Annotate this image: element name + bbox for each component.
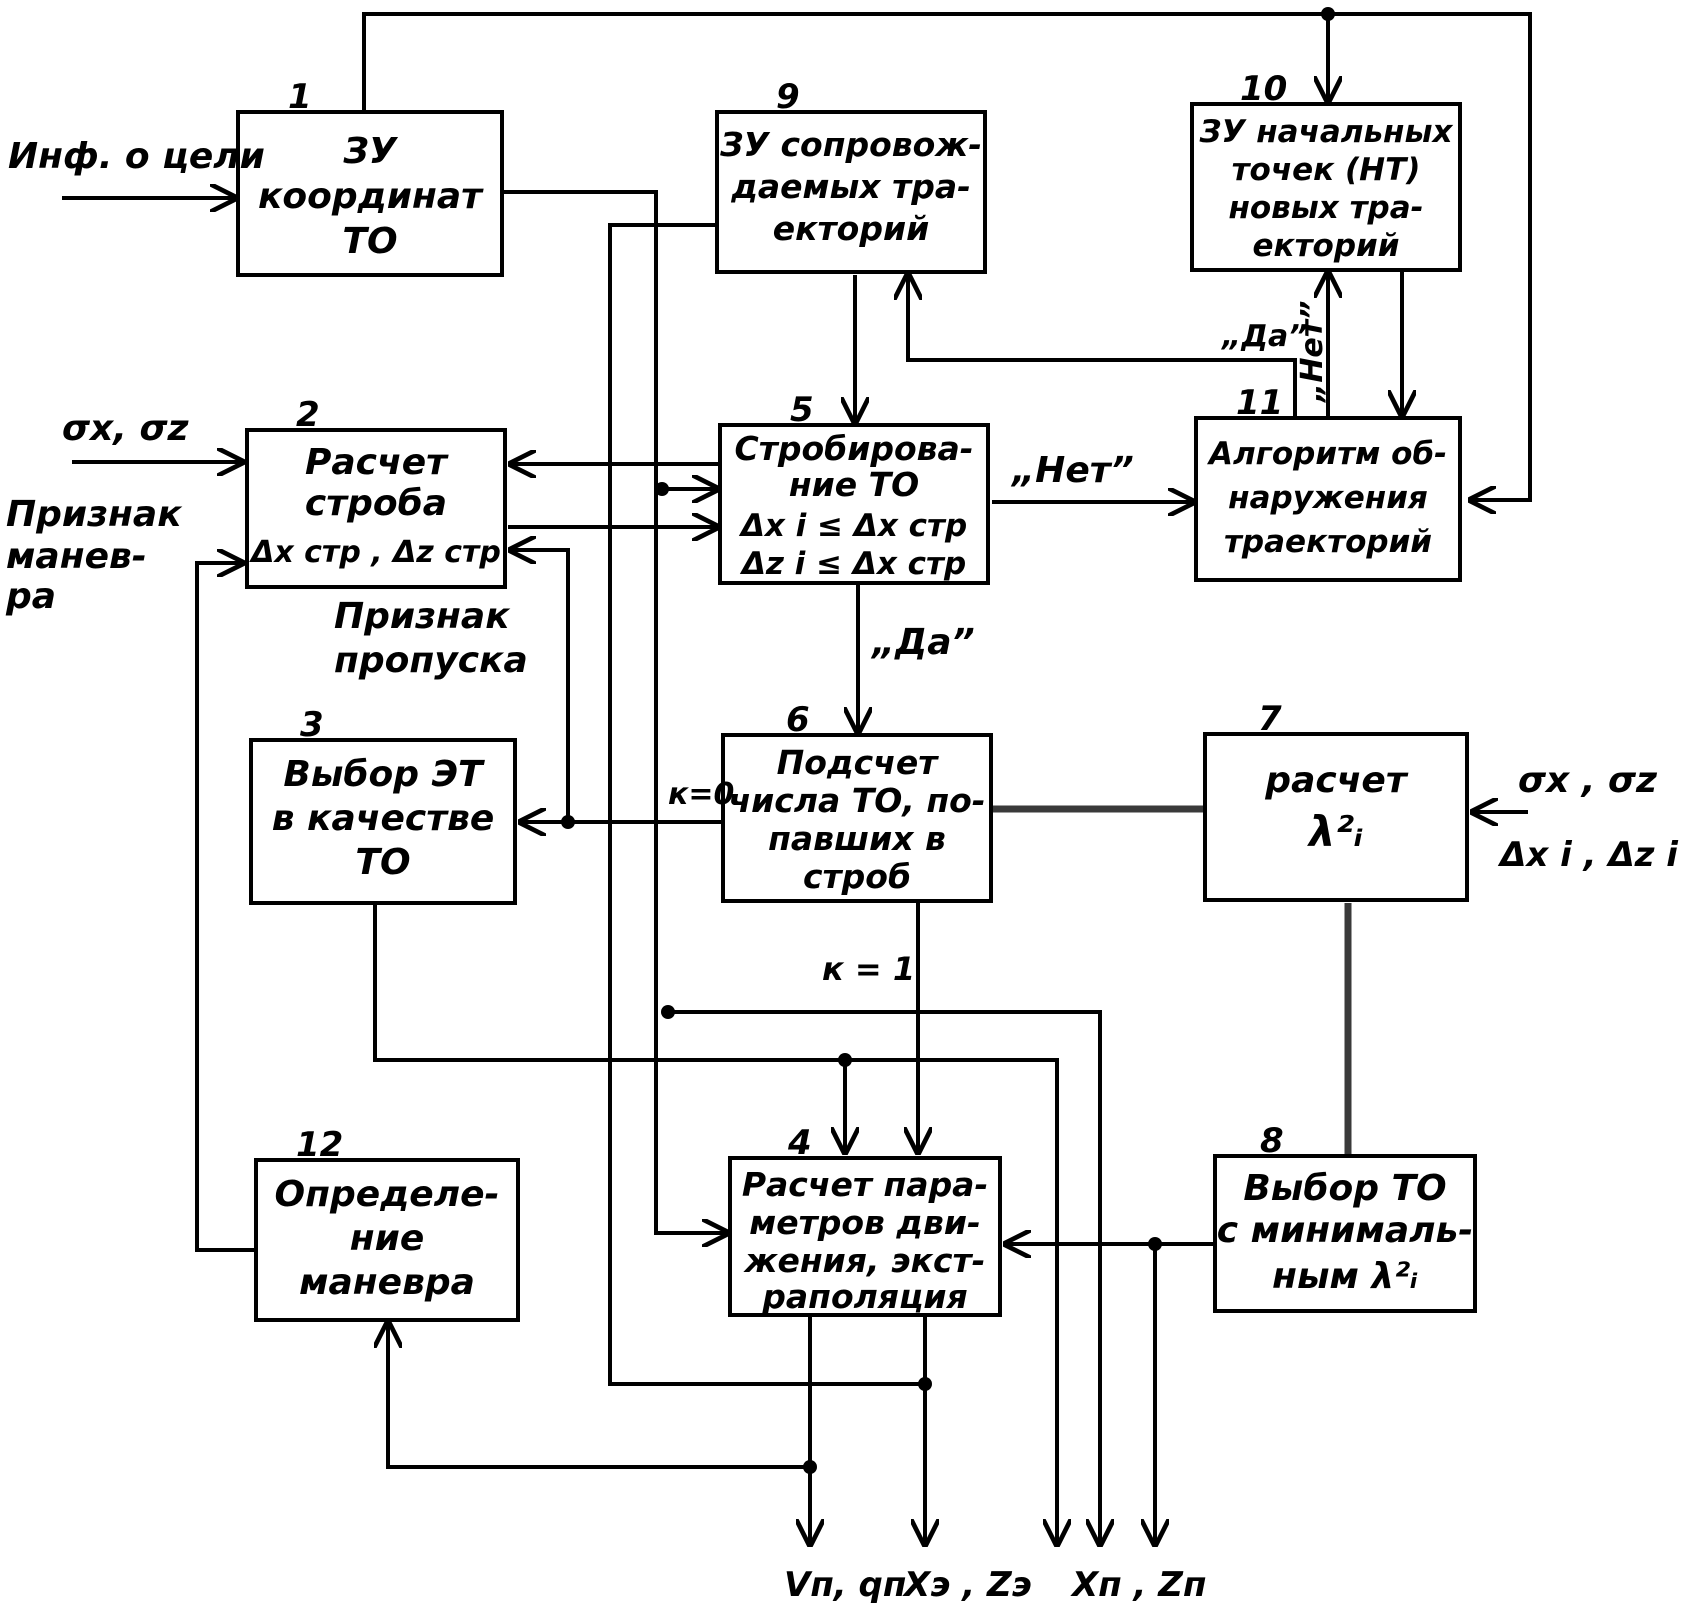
block-6-number: 6	[786, 700, 810, 740]
junction-3-bus	[838, 1053, 852, 1067]
label-maneuver-sign-1: Признак	[6, 494, 183, 535]
line-9-to-4-bus	[608, 223, 925, 1386]
block-10-line-2: точек (НТ)	[1232, 152, 1421, 188]
line-12-to-2	[195, 563, 256, 1252]
block-3-number: 3	[300, 705, 324, 745]
block-1-line-2: координат	[258, 176, 484, 217]
block-7-line-1: расчет	[1264, 760, 1409, 801]
block-10-number: 10	[1240, 69, 1287, 109]
block-3-line-2: в качестве	[272, 798, 495, 839]
block-11-line-3: траекторий	[1224, 524, 1432, 560]
block-9-line-2: даемых тра-	[730, 167, 971, 206]
line-v-to-12	[388, 1320, 810, 1469]
block-3-et-select	[249, 738, 517, 905]
label-maneuver-sign-2: манев-	[6, 536, 147, 577]
label-sigma-left: σx, σz	[62, 408, 190, 449]
block-3-line-1: Выбор ЭТ	[283, 754, 485, 795]
block-7-line-2: λ²ᵢ	[1307, 807, 1363, 856]
block-10-initial-points	[1190, 102, 1462, 272]
block-10-line-1: ЗУ начальных	[1198, 114, 1453, 150]
block-9-number: 9	[776, 77, 800, 117]
block-2-line-1: Расчет	[305, 442, 449, 483]
junction-skip	[561, 815, 575, 829]
block-8-line-3: ным λ²ᵢ	[1272, 1256, 1418, 1297]
label-no-5-11: „Нет”	[1010, 450, 1134, 491]
block-8-min-select	[1213, 1154, 1477, 1313]
label-out-v: Vп, qп	[784, 1565, 906, 1605]
block-10-line-4: екторий	[1253, 228, 1400, 264]
block-4-param-calc	[728, 1156, 1002, 1317]
block-5-line-1: Стробирова-	[735, 429, 974, 468]
label-delta-right: Δx i , Δz i	[1497, 835, 1679, 875]
block-6-line-2: числа ТО, по-	[728, 781, 985, 820]
block-12-line-1: Определе-	[275, 1174, 500, 1215]
line-11-to-9-yes	[908, 272, 1297, 418]
block-1-line-1: ЗУ	[342, 131, 399, 172]
line-bus-to-xn	[668, 1010, 1100, 1547]
block-4-line-1: Расчет пара-	[742, 1165, 988, 1204]
block-8-line-2: с минималь-	[1217, 1210, 1473, 1251]
block-4-number: 4	[787, 1123, 812, 1163]
label-maneuver-sign-3: ра	[5, 576, 56, 617]
block-6-count	[721, 733, 993, 903]
block-12-number: 12	[296, 1125, 343, 1165]
block-5-line-4: Δz i ≤ Δx стр	[739, 546, 966, 582]
line-3-to-out	[373, 905, 1057, 1547]
junction-xe-bus	[918, 1377, 932, 1391]
label-sigma-right: σx , σz	[1518, 760, 1658, 801]
block-5-strobing	[718, 423, 990, 585]
block-1-number: 1	[288, 77, 312, 117]
block-4-line-3: жения, экст-	[743, 1241, 986, 1280]
block-6-line-4: строб	[803, 857, 911, 896]
block-8-line-1: Выбор ТО	[1243, 1168, 1446, 1209]
block-11-detection	[1194, 416, 1462, 582]
block-3-line-3: ТО	[355, 842, 410, 883]
label-yes-5-6: „Да”	[870, 622, 975, 663]
label-out-xe: Xэ , Zэ	[902, 1565, 1032, 1605]
block-11-line-1: Алгоритм об-	[1206, 436, 1447, 472]
line-1-top-bus	[362, 12, 1532, 500]
block-5-number: 5	[790, 390, 814, 430]
junction-top-bus	[1321, 7, 1335, 21]
line-skip-to-2	[508, 550, 570, 822]
block-4-line-2: метров дви-	[749, 1203, 981, 1242]
label-k1: к = 1	[822, 950, 915, 988]
label-out-xn: Xп , Zп	[1070, 1565, 1206, 1605]
block-6-line-1: Подсчет	[777, 743, 940, 782]
block-2-number: 2	[296, 395, 320, 435]
block-6-line-3: павших в	[768, 819, 946, 858]
junction-5-bus	[655, 482, 669, 496]
block-2-line-3: Δx стр , Δz стр	[249, 535, 501, 570]
block-9-line-1: ЗУ сопровож-	[719, 125, 982, 164]
junction-8-bus	[1148, 1237, 1162, 1251]
label-skip-sign-1: Признак	[334, 596, 511, 637]
block-12-line-3: маневра	[299, 1262, 475, 1303]
label-k0: к=0	[668, 777, 734, 812]
block-9-tracked-memory	[715, 110, 987, 274]
label-no-11: „Нет”	[1295, 301, 1330, 404]
block-1-line-3: ТО	[342, 221, 397, 262]
block-2-line-2: строба	[305, 483, 447, 524]
block-4-line-4: раполяция	[761, 1277, 968, 1316]
block-11-number: 11	[1236, 383, 1283, 423]
block-5-line-2: ние ТО	[789, 465, 919, 504]
junction-xn-bus	[661, 1005, 675, 1019]
block-1-coordinate-memory	[236, 110, 504, 277]
block-11-line-2: наружения	[1228, 480, 1428, 516]
block-7-lambda-calc	[1203, 732, 1469, 902]
label-skip-sign-2: пропуска	[334, 640, 528, 681]
line-1-to-bus	[500, 190, 730, 1233]
block-9-line-3: екторий	[773, 209, 929, 248]
junction-v-bus	[803, 1460, 817, 1474]
label-yes-11: „Да”	[1220, 319, 1308, 354]
block-8-number: 8	[1260, 1121, 1284, 1161]
block-7-number: 7	[1258, 699, 1282, 739]
block-2-strobe-calc	[245, 428, 507, 589]
block-10-line-3: новых тра-	[1228, 190, 1423, 226]
block-12-line-2: ние	[350, 1218, 425, 1259]
block-5-line-3: Δx i ≤ Δx стр	[738, 508, 967, 544]
block-12-maneuver	[254, 1158, 520, 1322]
label-target-info: Инф. о цели	[8, 136, 265, 177]
